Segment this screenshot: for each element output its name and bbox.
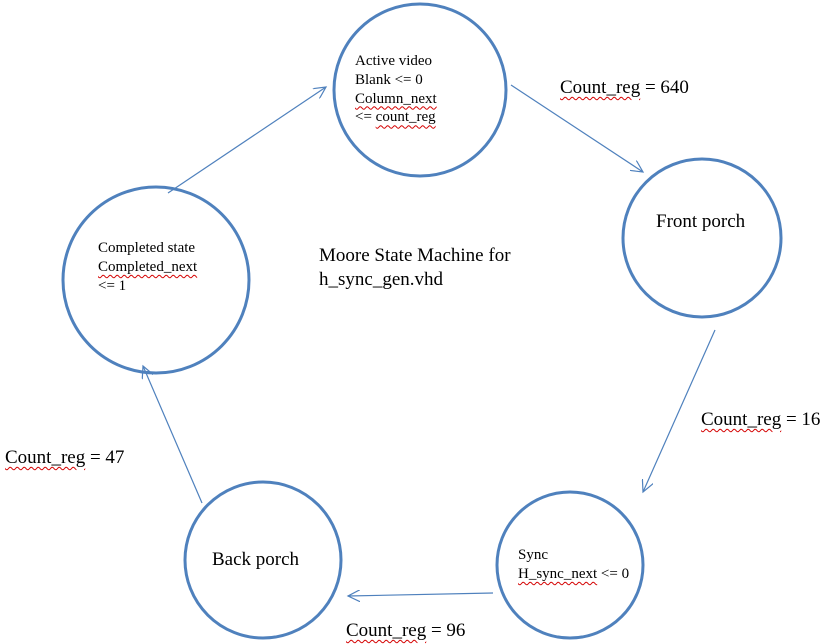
state-completed-line2: Completed_next bbox=[98, 258, 197, 277]
transition-label-sync-to-back: Count_reg = 96 bbox=[346, 619, 465, 643]
transition-var-back-to-completed: Count_reg bbox=[5, 447, 86, 468]
diagram-title: Moore State Machine for h_sync_gen.vhd bbox=[319, 244, 511, 292]
arrow-completed-to-active bbox=[167, 87, 326, 194]
transition-var-active-to-front: Count_reg bbox=[560, 77, 641, 98]
state-active-line4-var: count_reg bbox=[375, 109, 436, 126]
state-completed-circle bbox=[61, 185, 251, 375]
state-active-line1: Active video bbox=[355, 53, 433, 69]
state-front-porch-label: Front porch bbox=[656, 211, 746, 232]
state-sync-line2-var: H_sync_next bbox=[518, 565, 598, 582]
state-active-video-label: Active video Blank <= 0 Column_next <= c… bbox=[355, 52, 437, 127]
state-back-porch-label: Back porch bbox=[212, 549, 300, 570]
state-completed-line3: <= 1 bbox=[98, 277, 127, 294]
state-active-line3: Column_next bbox=[355, 90, 437, 109]
transition-value-sync-to-back: = 96 bbox=[426, 620, 466, 641]
state-sync-line2: H_sync_next <= 0 bbox=[518, 565, 629, 584]
diagram-title-line1: Moore State Machine for bbox=[319, 245, 511, 266]
state-active-line2: Blank <= 0 bbox=[355, 71, 423, 88]
state-completed-line1: Completed state bbox=[98, 240, 196, 256]
state-front-porch-circle bbox=[621, 157, 783, 319]
transition-var-front-to-sync: Count_reg bbox=[701, 409, 782, 430]
arrow-active-to-front bbox=[510, 84, 643, 172]
diagram-title-line2: h_sync_gen.vhd bbox=[319, 268, 444, 290]
state-completed-label: Completed state Completed_next <= 1 bbox=[98, 239, 197, 295]
state-active-line3-text: Column_next bbox=[355, 90, 437, 107]
transition-value-back-to-completed: = 47 bbox=[85, 447, 125, 468]
state-active-line4-op: <= bbox=[355, 109, 376, 126]
arrow-back-to-completed bbox=[143, 366, 203, 504]
state-back-porch-circle bbox=[183, 480, 343, 640]
state-active-line4: <= count_reg bbox=[355, 108, 437, 127]
transition-label-back-to-completed: Count_reg = 47 bbox=[5, 446, 124, 470]
arrow-front-to-sync bbox=[643, 329, 716, 492]
arrow-sync-to-back bbox=[348, 593, 494, 596]
state-sync-line1: Sync bbox=[518, 547, 548, 563]
transition-var-sync-to-back: Count_reg bbox=[346, 620, 427, 641]
state-completed-line2-text: Completed_next bbox=[98, 258, 198, 275]
state-sync-label: Sync H_sync_next <= 0 bbox=[518, 546, 629, 584]
transition-value-front-to-sync: = 16 bbox=[781, 409, 821, 430]
transition-label-active-to-front: Count_reg = 640 bbox=[560, 76, 689, 100]
transition-value-active-to-front: = 640 bbox=[640, 77, 689, 98]
state-sync-line2-op: <= 0 bbox=[597, 565, 630, 582]
state-sync-circle bbox=[495, 490, 645, 640]
transition-label-front-to-sync: Count_reg = 16 bbox=[701, 408, 820, 432]
state-active-video-circle bbox=[332, 2, 508, 178]
